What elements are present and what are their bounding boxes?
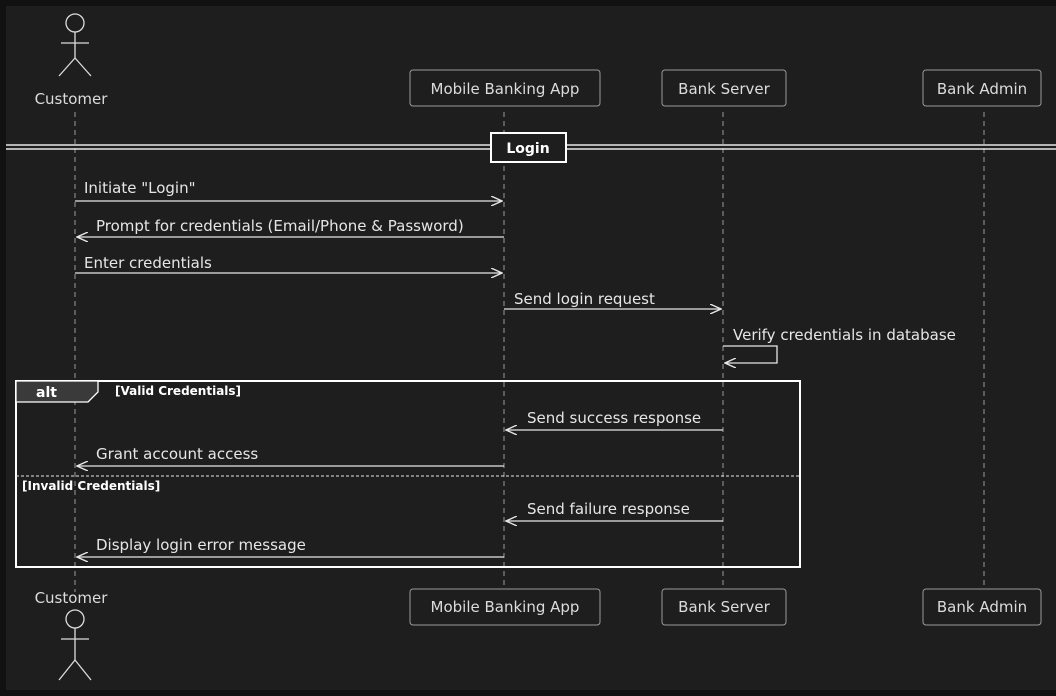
participant-customer-top: Customer (35, 90, 109, 108)
participant-box-server-top (661, 69, 787, 107)
message-label-9: Display login error message (96, 536, 306, 554)
diagram-canvas: Customer Mobile Banking App Bank Server … (6, 6, 1056, 690)
participant-box-app-top (409, 69, 601, 107)
participant-box-admin-bottom (922, 588, 1042, 626)
message-label-8: Send failure response (527, 500, 690, 518)
alt-keyword: alt (36, 385, 57, 401)
divider-label: Login (506, 141, 549, 157)
message-label-5: Verify credentials in database (733, 326, 956, 344)
actor-customer-bottom (58, 609, 92, 681)
message-label-1: Initiate "Login" (84, 179, 195, 197)
message-label-2: Prompt for credentials (Email/Phone & Pa… (96, 217, 464, 235)
alt-fragment (15, 380, 801, 568)
participant-box-server-bottom (661, 588, 787, 626)
participant-box-admin-top (922, 69, 1042, 107)
alt-else-condition: [Invalid Credentials] (22, 479, 160, 493)
message-label-4: Send login request (514, 290, 655, 308)
actor-customer-top (58, 13, 92, 77)
login-divider: Login (6, 132, 1056, 163)
participant-server-top: Bank Server (678, 80, 770, 98)
participant-app-bottom: Mobile Banking App (431, 598, 580, 616)
participant-server-bottom: Bank Server (678, 598, 770, 616)
message-arrow-5 (723, 345, 778, 363)
participant-admin-bottom: Bank Admin (937, 598, 1027, 616)
participant-admin-top: Bank Admin (937, 80, 1027, 98)
participant-customer-bottom: Customer (35, 589, 109, 607)
participant-app-top: Mobile Banking App (431, 80, 580, 98)
message-label-6: Send success response (527, 409, 701, 427)
participant-box-app-bottom (409, 588, 601, 626)
actor-head-icon (65, 13, 85, 33)
alt-condition: [Valid Credentials] (115, 384, 241, 398)
message-label-7: Grant account access (96, 445, 258, 463)
actor-head-icon (65, 609, 85, 629)
sequence-diagram: Customer Mobile Banking App Bank Server … (6, 13, 1056, 681)
message-label-3: Enter credentials (84, 254, 212, 272)
